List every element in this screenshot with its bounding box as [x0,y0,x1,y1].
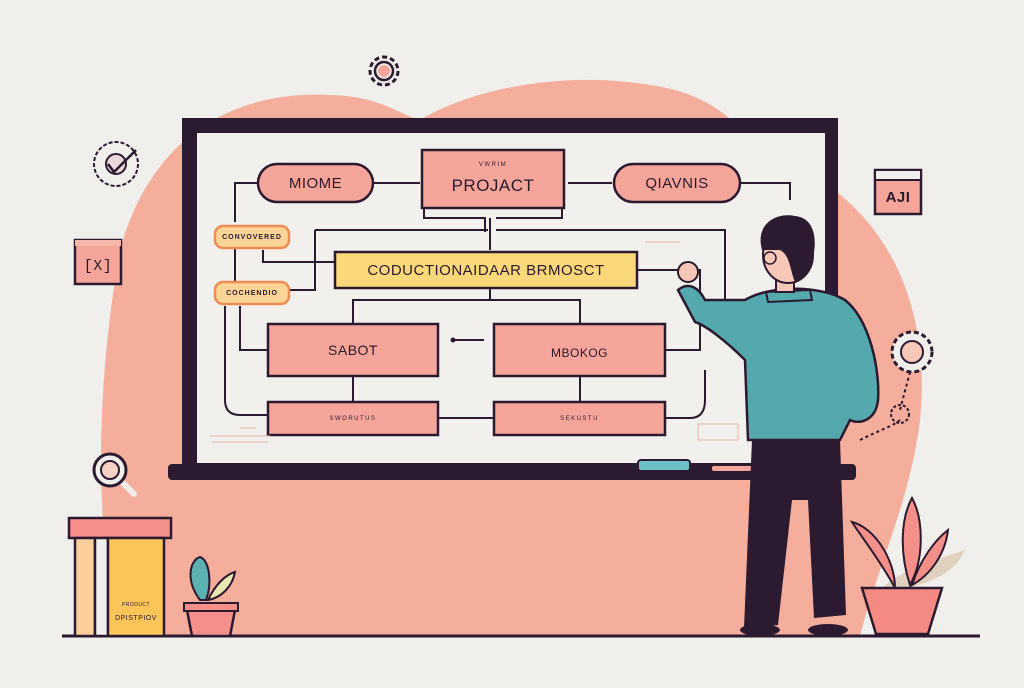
right-sign-label: AJI [885,188,911,206]
cloud-icon [890,404,910,424]
mid-right-box: MBOKOG [550,346,608,360]
eraser [637,459,691,472]
project-box-title: PROJACT [451,176,535,195]
project-box-shape [420,148,566,210]
checkmark-gear-icon [93,141,139,187]
marker [712,466,756,471]
pill-mione: MIOME [288,174,343,192]
right-sign [873,168,923,216]
bottom-right-box-shape [492,400,667,437]
mid-left-box: SABOT [328,342,378,358]
bottom-left-box: SWORUTUS [329,415,377,422]
pill-mione-shape [256,162,375,204]
pill-qiavnis: QIAVNIS [645,174,709,192]
bottom-left-box-shape [266,400,440,437]
left-sign [73,238,123,286]
center-banner-shape [333,250,639,290]
side-pill-1-shape [213,224,291,250]
mid-right-box-shape [492,322,667,378]
person-figure [676,215,880,636]
face-gear-icon [890,330,934,374]
project-box-subtitle: VWRIM [478,162,508,168]
arrow-dot [450,337,456,343]
scribble-notes [210,241,739,443]
mid-left-box-shape [266,322,440,378]
plant-icon [183,555,239,638]
bottom-right-box: SEKUSTU [560,415,599,422]
dotted-path [859,371,911,441]
gear-icon [368,55,400,87]
side-pill-2: COCHENDIO [226,289,278,297]
side-pill-1: CONVOVERED [222,233,282,241]
cabinet-label-small: PRODUCT [121,602,151,608]
cabinet [67,516,173,638]
left-sign-label: [X] [83,257,113,275]
magnifier-icon [92,452,137,497]
center-banner: CODUCTIONAIDAAR BRMOSCT [367,261,605,279]
cabinet-label: DPISTPIOV [115,614,157,622]
side-pill-2-shape [213,280,291,306]
plant-icon-large [849,495,965,636]
pill-qiavnis-shape [612,162,742,204]
